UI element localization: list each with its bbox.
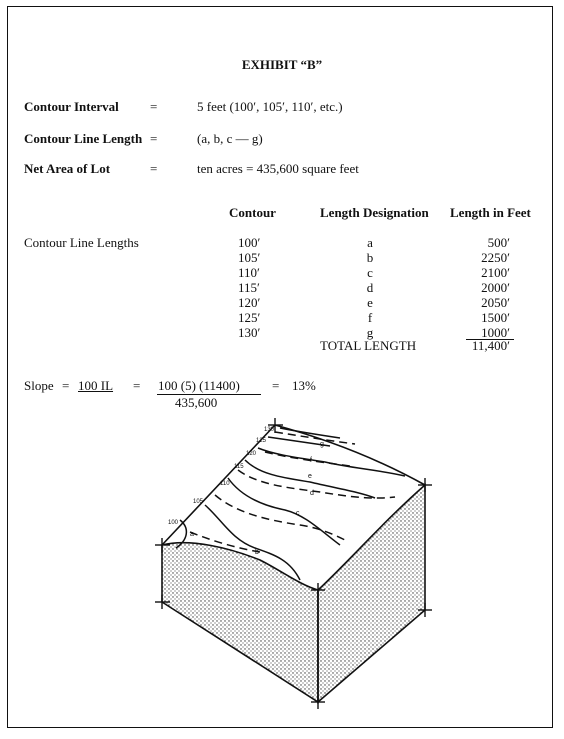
table-row-label: Contour Line Lengths bbox=[24, 235, 139, 250]
right-face bbox=[317, 483, 426, 704]
fraction-bar bbox=[157, 394, 261, 395]
formula-numerator: 100 (5) (11400) bbox=[158, 378, 240, 393]
elevation-label-110: 110 bbox=[220, 481, 230, 487]
formula-lhs: Slope bbox=[24, 378, 54, 393]
elevation-label-130: 130 bbox=[264, 427, 275, 433]
table-cell-designation: f bbox=[367, 310, 373, 325]
corner-marks bbox=[155, 418, 432, 709]
table-cell-contour: 120′ bbox=[238, 295, 261, 310]
total-value: 11,400′ bbox=[471, 338, 510, 353]
formula-fraction-il: 100 IL bbox=[78, 378, 114, 393]
formula-denominator: 435,600 bbox=[175, 395, 218, 410]
elevation-label-120: 120 bbox=[246, 451, 257, 457]
table-cell-length: 1000′ bbox=[481, 325, 510, 340]
definition-label-net-area: Net Area of Lot bbox=[24, 161, 111, 176]
definition-label-contour-line-length: Contour Line Length bbox=[24, 131, 143, 146]
line-label-d: d bbox=[310, 490, 314, 497]
formula-equals: = bbox=[133, 378, 141, 393]
page-title: EXHIBIT “B” bbox=[241, 57, 323, 72]
table-cell-contour: 110′ bbox=[238, 265, 260, 280]
definition-equals: = bbox=[150, 161, 158, 176]
table-cell-designation: g bbox=[366, 325, 374, 340]
definition-label-contour-interval: Contour Interval bbox=[24, 99, 119, 114]
table-cell-designation: a bbox=[367, 235, 373, 250]
table-cell-length: 500′ bbox=[487, 235, 510, 250]
table-cell-contour: 105′ bbox=[238, 250, 261, 265]
elevation-label-125: 125 bbox=[256, 438, 267, 444]
line-label-e: e bbox=[308, 473, 312, 480]
table-cell-designation: c bbox=[367, 265, 373, 280]
table-header-contour: Contour bbox=[229, 205, 276, 220]
elevation-label-105: 105 bbox=[193, 499, 204, 505]
table-header-length-designation: Length Designation bbox=[320, 205, 429, 220]
total-rule bbox=[466, 339, 514, 340]
line-label-f: f bbox=[310, 457, 312, 464]
table-header-length-in-feet: Length in Feet bbox=[450, 205, 531, 220]
contour-lines bbox=[175, 427, 406, 581]
line-label-b: b bbox=[255, 549, 259, 556]
table-cell-length: 2100′ bbox=[481, 265, 510, 280]
line-label-g: g bbox=[320, 441, 324, 448]
table-cell-contour: 115′ bbox=[238, 280, 260, 295]
table-cell-contour: 130′ bbox=[238, 325, 261, 340]
table-cell-designation: b bbox=[366, 250, 374, 265]
contour-block-diagram: 100 105 110 115 120 125 130 a b c d e f … bbox=[155, 418, 432, 709]
elevation-labels: 100 105 110 115 120 125 130 bbox=[168, 427, 275, 526]
table-cell-designation: e bbox=[367, 295, 373, 310]
table-cell-length: 2050′ bbox=[481, 295, 510, 310]
definition-equals: = bbox=[150, 99, 158, 114]
table-cell-contour: 100′ bbox=[238, 235, 261, 250]
definition-equals: = bbox=[150, 131, 158, 146]
table-cell-designation: d bbox=[366, 280, 374, 295]
page-frame bbox=[7, 6, 553, 728]
contour-dashed-lines bbox=[189, 431, 396, 553]
table-cell-length: 1500′ bbox=[481, 310, 510, 325]
elevation-label-115: 115 bbox=[234, 464, 244, 470]
formula-equals: = bbox=[62, 378, 70, 393]
formula-result: 13% bbox=[292, 378, 316, 393]
formula-equals: = bbox=[272, 378, 280, 393]
line-letter-labels: a b c d e f g bbox=[190, 441, 324, 556]
definition-value-contour-line-length: (a, b, c — g) bbox=[197, 131, 263, 146]
table-cell-length: 2250′ bbox=[481, 250, 510, 265]
line-label-c: c bbox=[296, 510, 300, 517]
front-face bbox=[161, 541, 319, 704]
definition-value-net-area: ten acres = 435,600 square feet bbox=[197, 161, 359, 176]
definition-value-contour-interval: 5 feet (100′, 105′, 110′, etc.) bbox=[197, 99, 343, 114]
top-surface-outline bbox=[161, 424, 426, 546]
elevation-label-100: 100 bbox=[168, 520, 179, 526]
line-label-a: a bbox=[190, 531, 194, 538]
table-cell-contour: 125′ bbox=[238, 310, 261, 325]
table-cell-length: 2000′ bbox=[481, 280, 510, 295]
total-label: TOTAL LENGTH bbox=[320, 338, 417, 353]
